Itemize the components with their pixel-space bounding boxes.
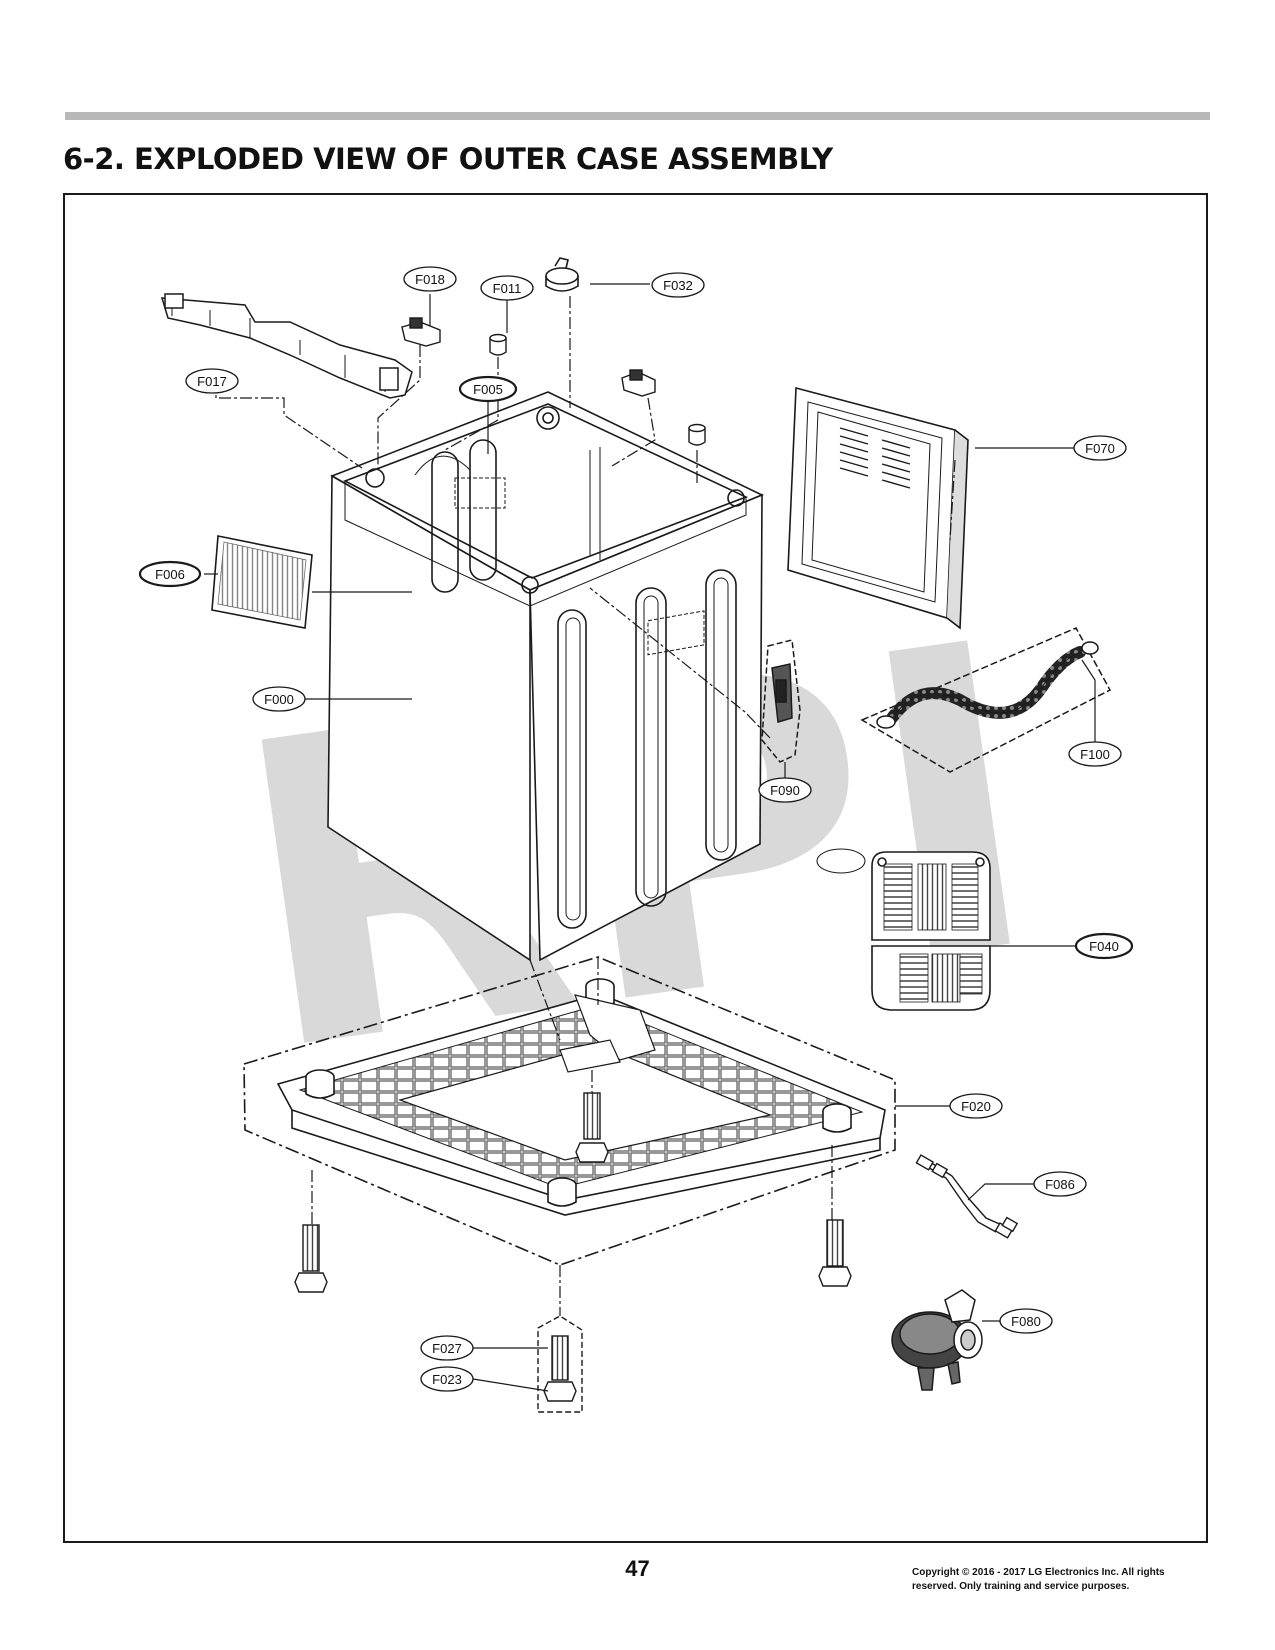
- diagram-frame: [63, 193, 1208, 1543]
- leveling-leg-parts: [294, 1092, 852, 1413]
- side-panel-part: [211, 535, 313, 629]
- svg-text:F011: F011: [493, 281, 522, 296]
- callout-F040: F040: [1074, 932, 1134, 960]
- copyright-line-2: reserved. Only training and service purp…: [912, 1581, 1130, 1592]
- svg-text:F018: F018: [415, 272, 445, 287]
- callout-F005: F005: [458, 375, 518, 403]
- callout-F006: F006: [138, 560, 202, 588]
- svg-text:F032: F032: [663, 278, 693, 293]
- svg-text:F070: F070: [1085, 441, 1115, 456]
- clamp-part: [545, 257, 579, 292]
- svg-text:F027: F027: [432, 1341, 462, 1356]
- callout-F011: F011: [480, 275, 534, 301]
- svg-text:F000: F000: [264, 692, 294, 707]
- callout-F100: F100: [1068, 741, 1122, 767]
- hinge-clip-parts: [401, 317, 656, 397]
- callout-F017: F017: [185, 368, 239, 394]
- bumper-parts: [489, 333, 706, 446]
- svg-text:F090: F090: [770, 783, 800, 798]
- svg-text:F005: F005: [473, 382, 503, 397]
- copyright-line-1: Copyright © 2016 - 2017 LG Electronics I…: [912, 1567, 1165, 1578]
- callout-F032: F032: [651, 272, 705, 298]
- drain-pump-part: [891, 1289, 983, 1391]
- callout-F080: F080: [999, 1308, 1053, 1334]
- header-rule: [65, 112, 1210, 120]
- callout-F027: F027: [420, 1335, 474, 1361]
- wire-harness-part: [915, 1154, 1019, 1239]
- page-title: 6-2. EXPLODED VIEW OF OUTER CASE ASSEMBL…: [63, 142, 833, 176]
- svg-text:F086: F086: [1045, 1177, 1075, 1192]
- drain-hose-part: [860, 627, 1112, 773]
- callout-F070: F070: [1073, 435, 1127, 461]
- callout-F023: F023: [420, 1366, 474, 1392]
- svg-text:F023: F023: [432, 1372, 462, 1387]
- copyright-notice: Copyright © 2016 - 2017 LG Electronics I…: [912, 1566, 1212, 1594]
- svg-text:F017: F017: [197, 374, 227, 389]
- callout-F000: F000: [252, 686, 306, 712]
- latch-part: [761, 639, 801, 763]
- svg-text:F100: F100: [1080, 747, 1110, 762]
- svg-text:F040: F040: [1089, 939, 1119, 954]
- callout-bubbles: F018 F011 F032 F017 F005 F070 F006 F000: [138, 266, 1134, 1392]
- rear-panel-part: [787, 386, 969, 630]
- leader-lines: [204, 283, 1096, 1392]
- callout-F020: F020: [949, 1093, 1003, 1119]
- callout-F086: F086: [1033, 1171, 1087, 1197]
- callout-F018: F018: [403, 266, 457, 292]
- svg-text:F020: F020: [961, 1099, 991, 1114]
- svg-text:F080: F080: [1011, 1314, 1041, 1329]
- svg-text:F006: F006: [155, 567, 185, 582]
- grille-part: [816, 848, 991, 1011]
- top-bracket-part: [160, 293, 413, 399]
- page-number: 47: [625, 1556, 650, 1581]
- callout-F090: F090: [758, 777, 812, 803]
